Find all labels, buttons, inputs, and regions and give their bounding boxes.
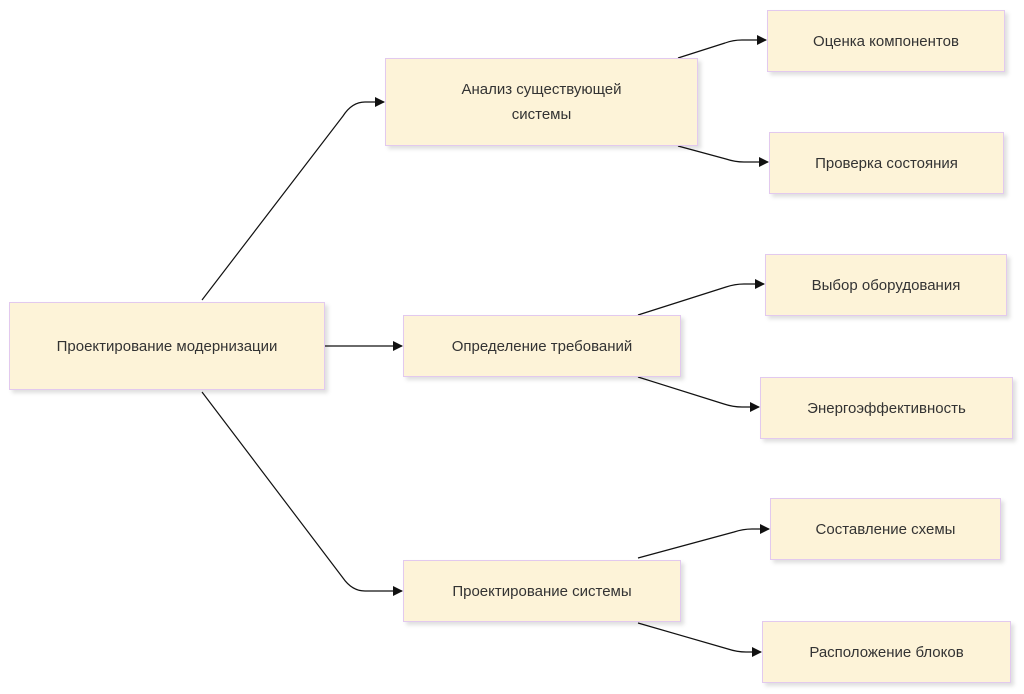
edge-analysis-to-component-evaluation [677,35,767,59]
leaf-node-energy-label: Энергоэффективность [807,399,966,417]
leaf-node-component-evaluation[interactable]: Оценка компонентов [767,10,1005,72]
leaf-node-component-evaluation-label: Оценка компонентов [813,32,959,50]
branch-node-requirements-label: Определение требований [451,337,633,355]
leaf-node-energy[interactable]: Энергоэффективность [760,377,1013,439]
branch-node-design-label: Проектирование системы [452,582,632,600]
leaf-node-scheme-label: Составление схемы [815,520,956,538]
leaf-node-equipment[interactable]: Выбор оборудования [765,254,1007,316]
edge-requirements-to-energy [637,376,760,412]
leaf-node-state-check-label: Проверка состояния [815,154,958,172]
leaf-node-scheme[interactable]: Составление схемы [770,498,1001,560]
branch-node-analysis[interactable]: Анализ существующей системы [385,58,698,146]
leaf-node-state-check[interactable]: Проверка состояния [769,132,1004,194]
edge-root-to-analysis [201,97,385,301]
leaf-node-blocks[interactable]: Расположение блоков [762,621,1011,683]
leaf-node-equipment-label: Выбор оборудования [811,276,961,294]
edge-design-to-scheme [637,524,770,559]
leaf-node-blocks-label: Расположение блоков [809,643,964,661]
edge-design-to-blocks [637,622,762,657]
edge-requirements-to-equipment [637,279,765,316]
branch-node-design[interactable]: Проектирование системы [403,560,681,622]
root-node-label: Проектирование модернизации [56,337,278,355]
branch-node-requirements[interactable]: Определение требований [403,315,681,377]
edge-root-to-design [201,391,403,596]
edge-analysis-to-state-check [677,145,769,167]
branch-node-analysis-label: Анализ существующей системы [461,81,622,123]
root-node[interactable]: Проектирование модернизации [9,302,325,390]
